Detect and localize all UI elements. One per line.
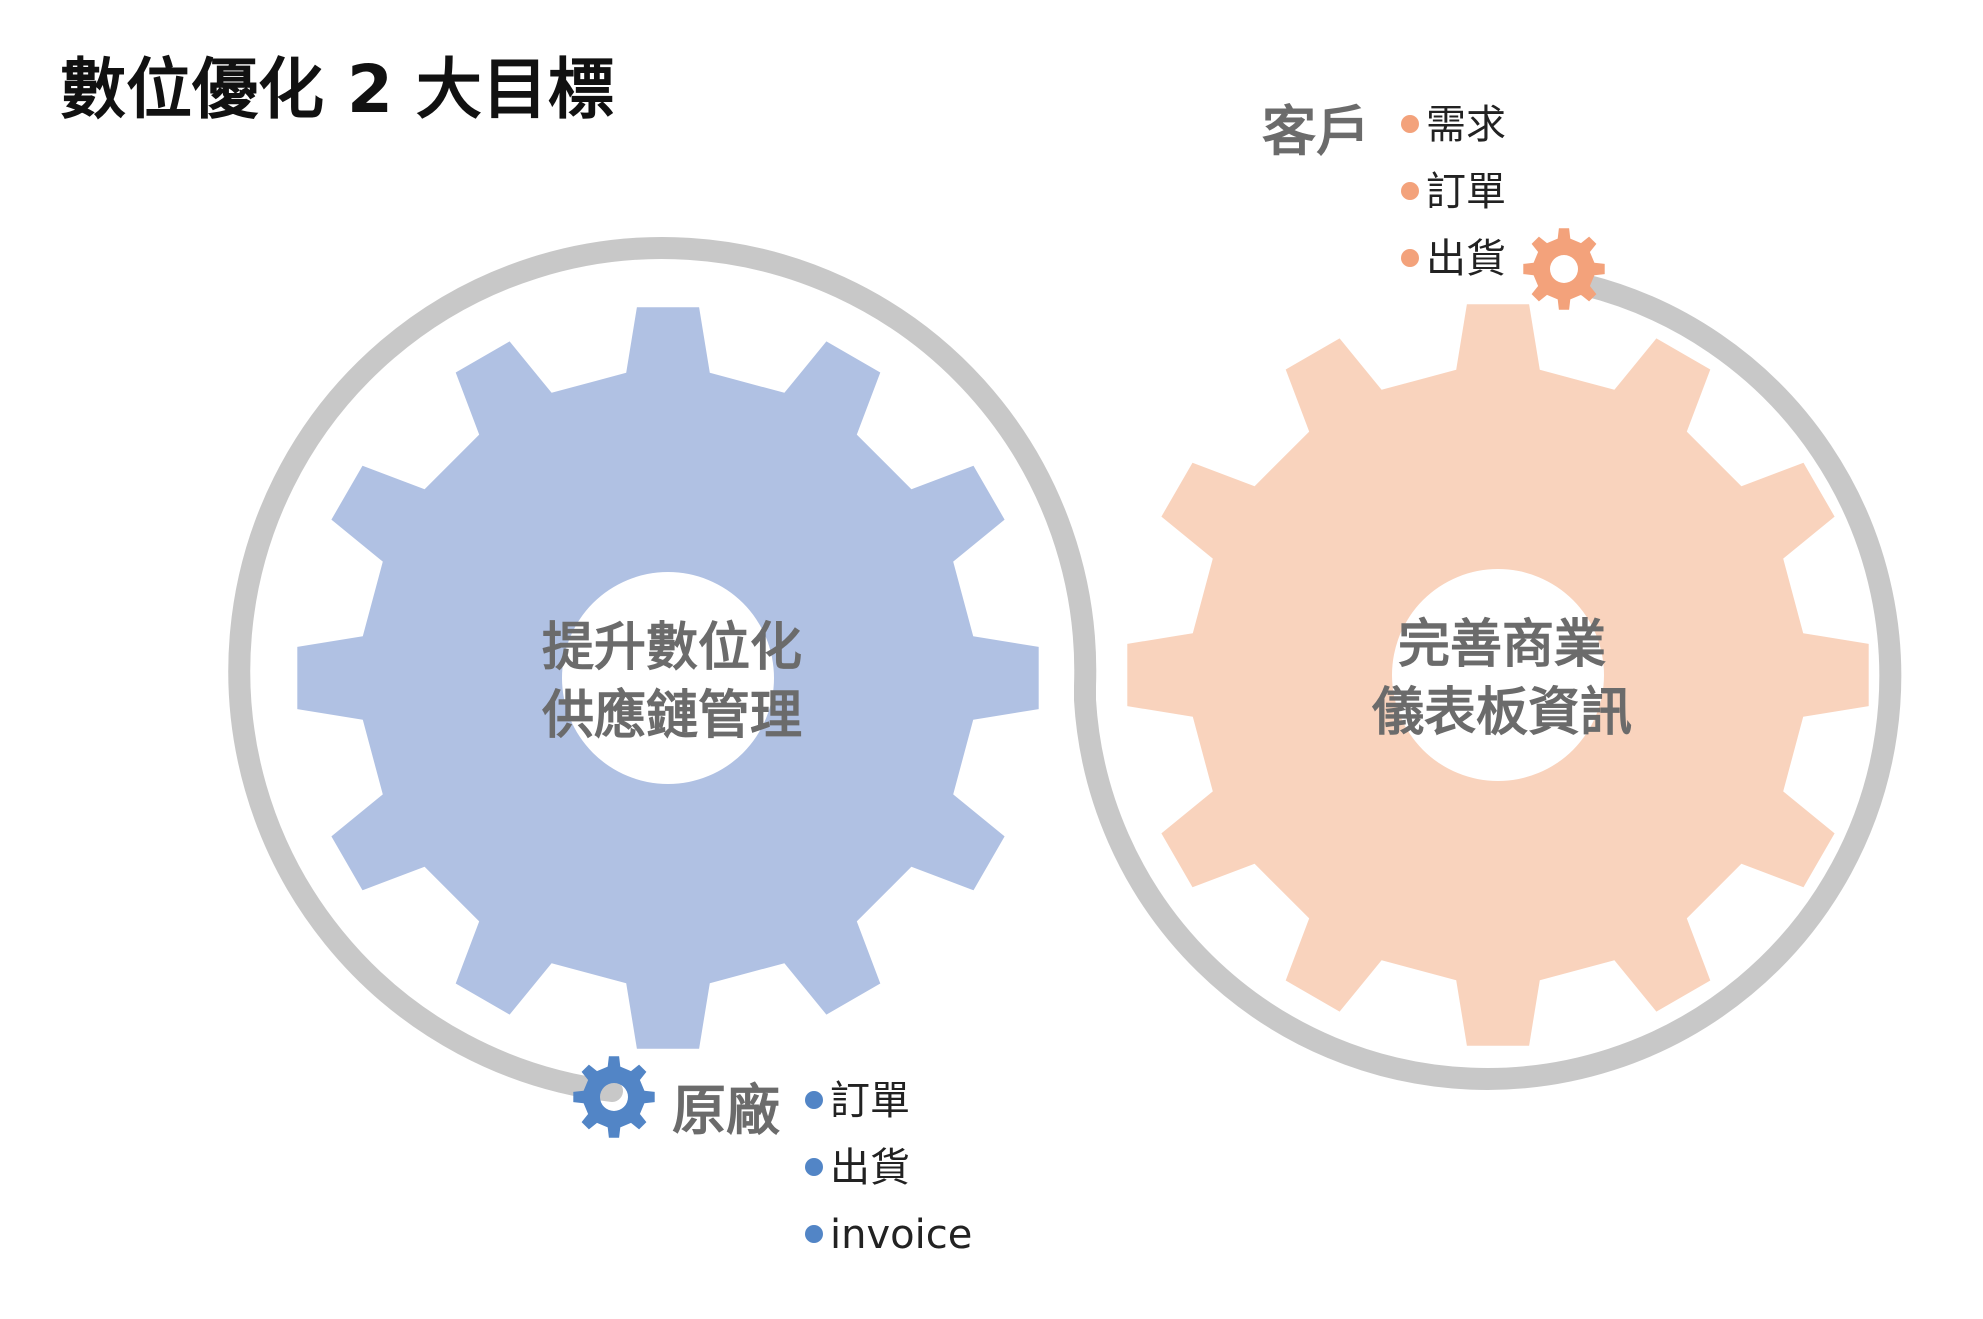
- manufacturer-item: 出貨: [830, 1145, 910, 1191]
- supply-chain-goal-line-2: 供應鏈管理: [542, 686, 802, 746]
- dashboard-goal-line-2: 儀表板資訊: [1371, 683, 1632, 743]
- dashboard-goal-line-1: 完善商業: [1398, 615, 1606, 675]
- supply-chain-gear: [297, 307, 1039, 1049]
- customer-label: 客戶: [1262, 100, 1370, 163]
- customer-item: 需求: [1426, 102, 1506, 148]
- supply-chain-goal-line-1: 提升數位化: [542, 618, 802, 678]
- page-title: 數位優化 2 大目標: [60, 51, 614, 128]
- bullet-icon: [805, 1225, 823, 1243]
- manufacturer-label: 原廠: [672, 1079, 780, 1142]
- dashboard-gear: [1127, 304, 1869, 1046]
- bullet-icon: [805, 1158, 823, 1176]
- bullet-icon: [805, 1091, 823, 1109]
- infinity-track: [228, 237, 1902, 1102]
- manufacturer-item: invoice: [830, 1212, 972, 1258]
- bullet-icon: [1401, 249, 1419, 267]
- bullet-icon: [1401, 182, 1419, 200]
- customer-item: 訂單: [1426, 169, 1506, 215]
- customer-item: 出貨: [1426, 236, 1506, 282]
- gear-icon: [573, 1056, 655, 1138]
- gear-icon: [1523, 228, 1605, 310]
- bullet-icon: [1401, 115, 1419, 133]
- manufacturer-item: 訂單: [830, 1078, 910, 1124]
